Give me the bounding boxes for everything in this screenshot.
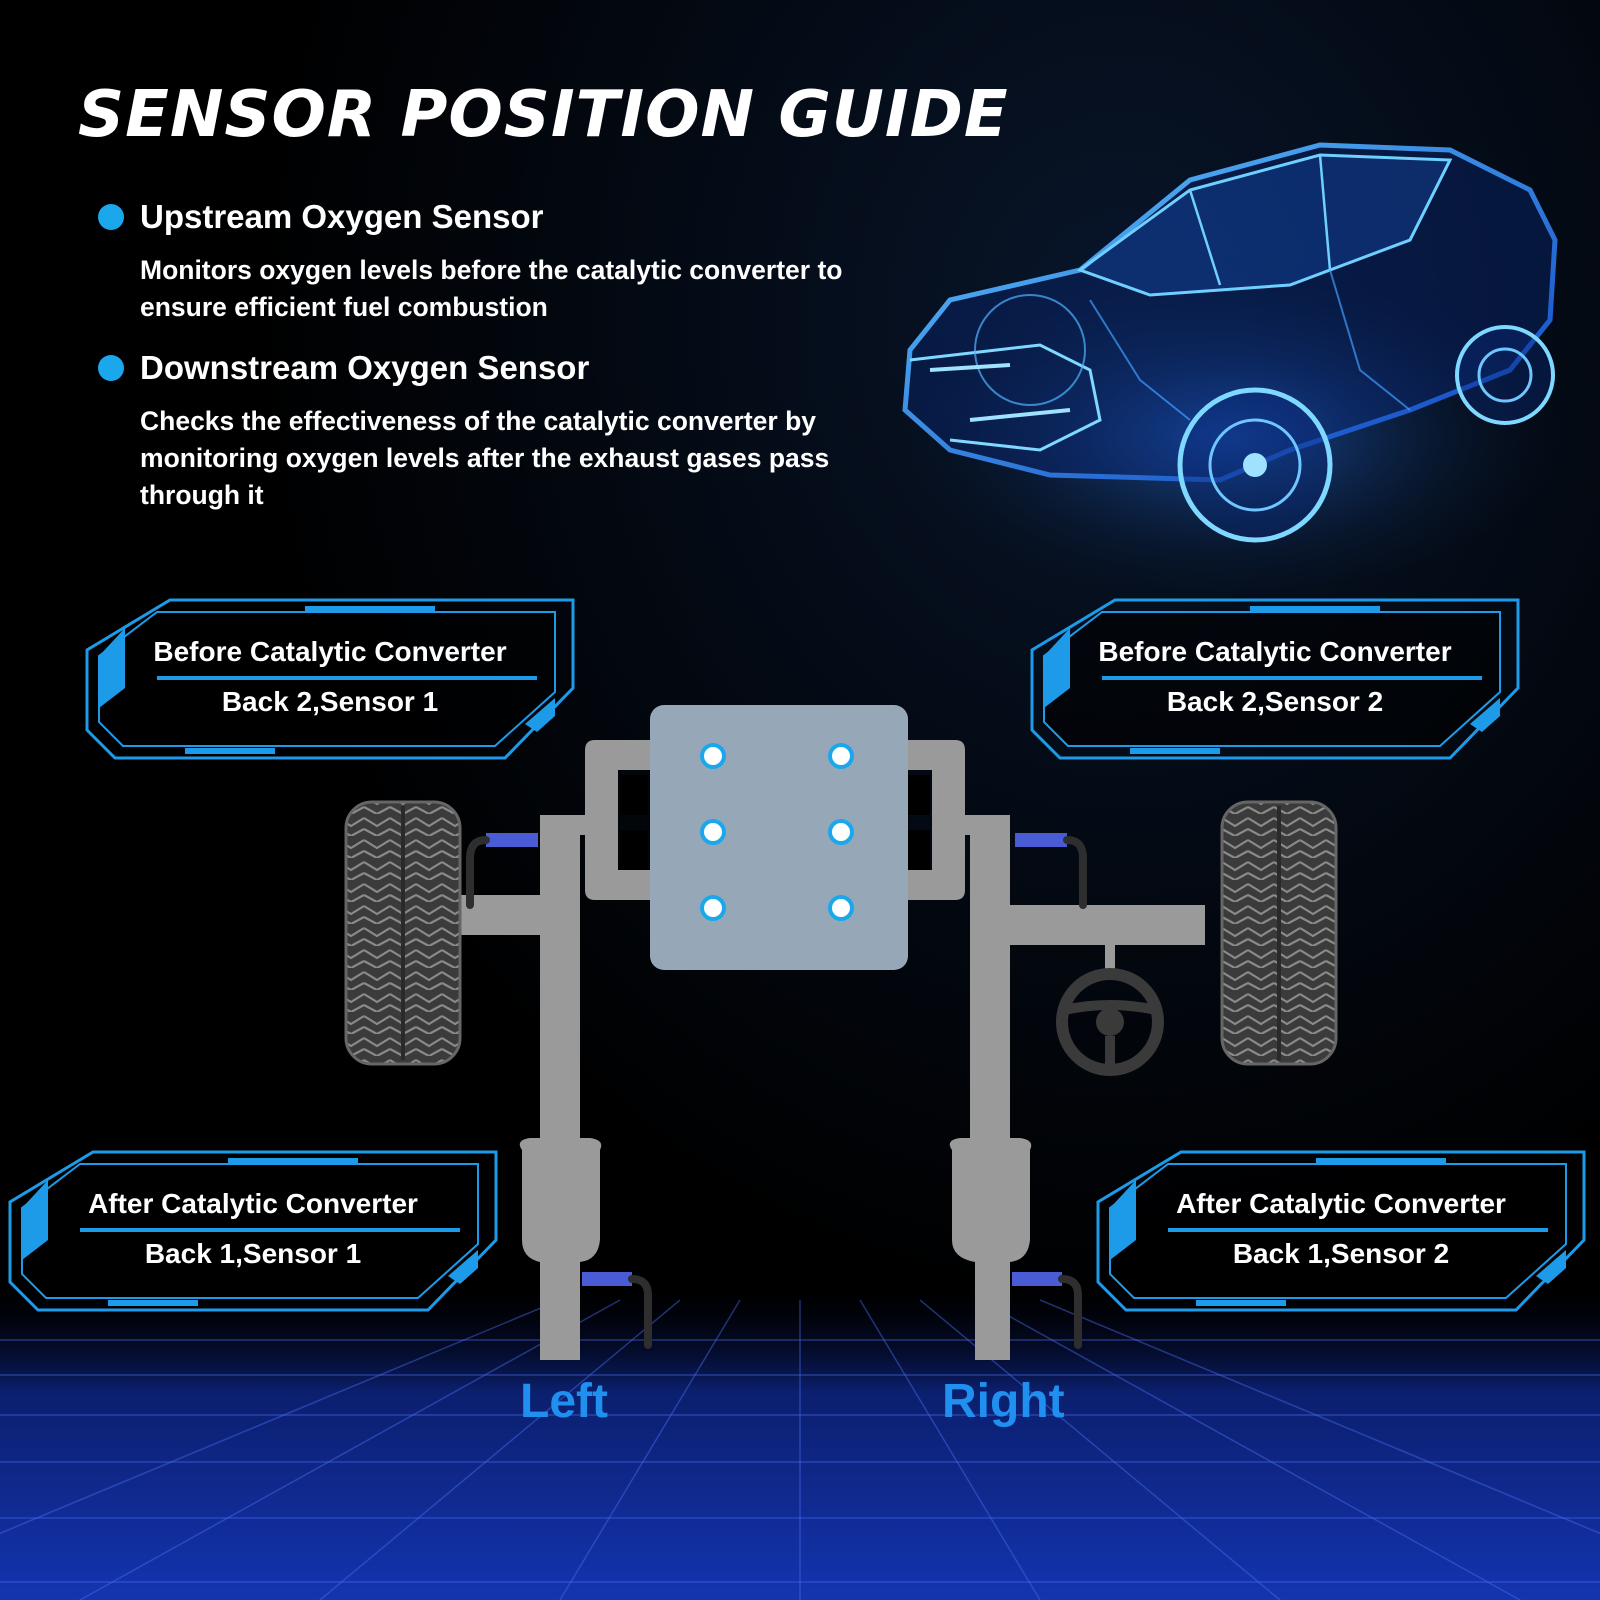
callout-title: Before Catalytic Converter [1098, 636, 1452, 667]
callout-subtitle: Back 2,Sensor 1 [221, 686, 439, 717]
bullet-dot-icon [98, 204, 124, 230]
downstream-sensor-right [1012, 1272, 1082, 1349]
callout-title: Before Catalytic Converter [153, 636, 507, 667]
right-exhaust-pipe [970, 815, 1010, 1145]
left-manifold [585, 740, 650, 900]
right-side-label: Right [942, 1375, 1065, 1428]
callout-subtitle: Back 1,Sensor 2 [1232, 1238, 1450, 1269]
downstream-sensor-left [582, 1272, 652, 1349]
callout-title: After Catalytic Converter [1176, 1188, 1506, 1219]
hologram-car-image [890, 142, 1570, 590]
upstream-sensor-heading: Upstream Oxygen Sensor [140, 198, 544, 235]
callout-top-left: Before Catalytic Converter Back 2,Sensor… [85, 598, 575, 778]
engine-block [650, 705, 908, 970]
downstream-sensor-heading: Downstream Oxygen Sensor [140, 349, 590, 386]
engine-ports [700, 743, 854, 921]
right-manifold [900, 740, 965, 900]
callout-frame [1096, 1150, 1586, 1312]
right-axle [990, 905, 1205, 945]
callout-frame [8, 1150, 498, 1312]
upstream-sensor-description: Monitors oxygen levels before the cataly… [140, 255, 843, 322]
grid-floor [0, 1280, 1600, 1600]
callout-bottom-right: After Catalytic Converter Back 1,Sensor … [1096, 1150, 1586, 1330]
bullet-dot-icon [98, 355, 124, 381]
upstream-sensor-left [466, 833, 538, 909]
upstream-sensor-right [1015, 833, 1087, 909]
callout-frame [1030, 598, 1520, 760]
page-title: SENSOR POSITION GUIDE [78, 78, 1009, 152]
callout-bottom-left: After Catalytic Converter Back 1,Sensor … [8, 1150, 498, 1330]
left-catalytic-converter [519, 1138, 602, 1360]
downstream-sensor-description: Checks the effectiveness of the catalyti… [140, 406, 830, 510]
callout-title: After Catalytic Converter [88, 1188, 418, 1219]
callout-subtitle: Back 1,Sensor 1 [144, 1238, 362, 1269]
callout-subtitle: Back 2,Sensor 2 [1166, 686, 1384, 717]
callout-frame [85, 598, 575, 760]
steering-wheel-icon [1056, 945, 1164, 1076]
right-catalytic-converter [949, 1138, 1032, 1360]
left-side-label: Left [520, 1375, 608, 1428]
callout-top-right: Before Catalytic Converter Back 2,Sensor… [1030, 598, 1520, 778]
